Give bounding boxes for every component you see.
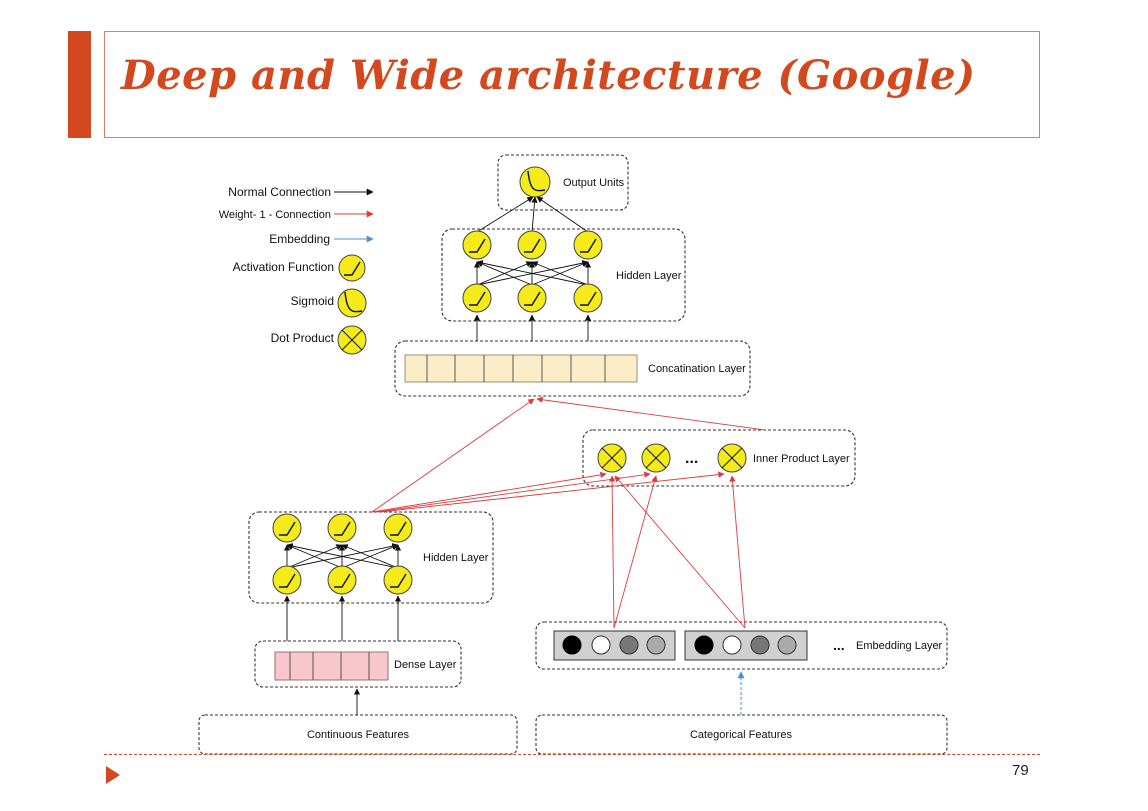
label-hidden-layer-top: Hidden Layer	[616, 270, 682, 282]
title-box: Deep and Wide architecture (Google)	[104, 31, 1040, 138]
legend-sigmoid-label: Sigmoid	[291, 294, 334, 308]
legend-embedding-label: Embedding	[269, 232, 330, 246]
hidden-layer-bottom-box	[248, 511, 494, 604]
concatenation-cells	[404, 354, 638, 383]
neuron-bottom-hidden-2	[327, 513, 357, 543]
dot-product-neurons	[597, 443, 747, 473]
label-embedding-layer: Embedding Layer	[856, 640, 943, 652]
label-inner-product-layer: Inner Product Layer	[753, 453, 850, 465]
weight-connections	[371, 396, 766, 629]
neuron-top-hidden-1	[462, 230, 492, 260]
label-concatenation-layer: Concatination Layer	[648, 363, 746, 375]
legend-normal-connection-label: Normal Connection	[228, 185, 331, 199]
footer-arrow-icon	[106, 766, 120, 784]
embedding-ellipsis: ...	[833, 637, 845, 653]
slide-title: Deep and Wide architecture (Google)	[121, 52, 976, 99]
embedding-group-2	[684, 630, 808, 661]
label-output-units: Output Units	[563, 177, 625, 189]
neuron-bottom-hidden-1	[272, 513, 302, 543]
categorical-features-box	[535, 714, 948, 755]
hidden-top-connections	[473, 196, 592, 341]
embedding-group-1	[553, 630, 676, 661]
dense-layer-box	[254, 640, 462, 688]
legend-dot-product-icon	[337, 325, 367, 355]
output-sigmoid-neuron	[519, 166, 551, 198]
dense-cells	[274, 651, 389, 681]
activation-neurons	[272, 230, 603, 595]
legend-dot-product-label: Dot Product	[271, 331, 335, 345]
title-accent-bar	[68, 31, 91, 138]
inner-product-ellipsis: ...	[685, 450, 698, 467]
neuron-top-hidden-3	[573, 230, 603, 260]
neuron-top-hidden-2	[517, 230, 547, 260]
hidden-bottom-connections	[283, 543, 402, 715]
legend-sigmoid-icon	[337, 288, 367, 318]
legend: Normal Connection Weight- 1 - Connection…	[219, 185, 374, 355]
output-units-box	[497, 154, 629, 211]
neuron-top-hidden-6	[573, 283, 603, 313]
page-number: 79	[1012, 762, 1029, 779]
legend-activation-label: Activation Function	[233, 260, 334, 274]
label-categorical-features: Categorical Features	[690, 729, 793, 741]
neuron-bottom-hidden-6	[383, 565, 413, 595]
label-dense-layer: Dense Layer	[394, 659, 457, 671]
dot-product-neuron-3	[717, 443, 747, 473]
continuous-features-box	[198, 714, 518, 755]
embedding-layer-box	[535, 621, 948, 670]
inner-product-layer-box	[582, 429, 856, 487]
dot-product-neuron-2	[641, 443, 671, 473]
label-hidden-layer-bottom: Hidden Layer	[423, 552, 489, 564]
hidden-layer-top-box	[441, 228, 686, 322]
neuron-bottom-hidden-3	[383, 513, 413, 543]
neuron-top-hidden-5	[517, 283, 547, 313]
neuron-bottom-hidden-4	[272, 565, 302, 595]
dot-product-neuron-1	[597, 443, 627, 473]
neuron-bottom-hidden-5	[327, 565, 357, 595]
label-continuous-features: Continuous Features	[307, 729, 410, 741]
legend-activation-icon	[338, 254, 366, 282]
concatenation-layer-box	[394, 340, 751, 397]
footer-divider	[104, 754, 1040, 755]
neuron-top-hidden-4	[462, 283, 492, 313]
legend-weight-connection-label: Weight- 1 - Connection	[219, 209, 331, 221]
